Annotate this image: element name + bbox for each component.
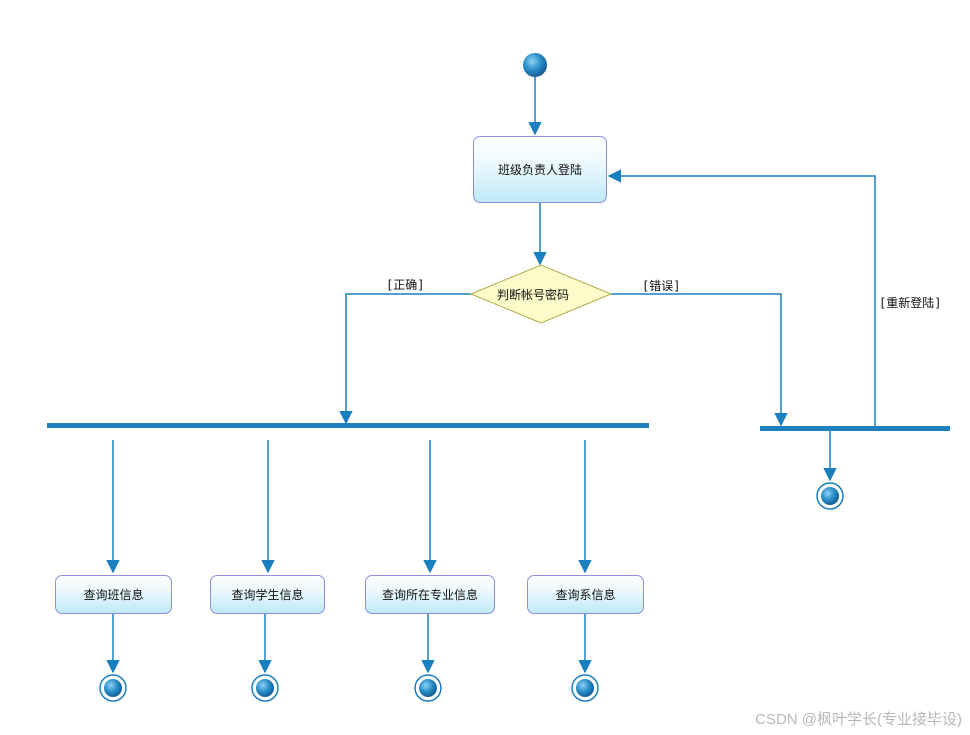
final-node-dept: [571, 674, 599, 702]
guard-relogin: [重新登陆]: [879, 296, 942, 310]
join-bar: [760, 426, 950, 431]
activity-dept-info: 查询系信息: [527, 575, 644, 614]
activity-class-info: 查询班信息: [55, 575, 172, 614]
watermark-text: CSDN @枫叶学长(专业接毕设): [755, 711, 962, 728]
flow-wrong: [611, 293, 788, 427]
fork-bar: [47, 423, 649, 428]
decision-label: 判断帐号密码: [497, 288, 570, 302]
final-node-join: [816, 482, 844, 510]
final-node-class: [99, 674, 127, 702]
flow-relogin: [607, 169, 876, 426]
flow-correct: [339, 293, 471, 425]
final-node-student: [251, 674, 279, 702]
decision-diamond: [469, 264, 613, 324]
initial-node: [523, 53, 547, 77]
guard-wrong: [错误]: [642, 279, 681, 293]
activity-major-info: 查询所在专业信息: [365, 575, 495, 614]
final-node-major: [414, 674, 442, 702]
activity-login: 班级负责人登陆: [473, 136, 607, 203]
activity-student-info: 查询学生信息: [210, 575, 325, 614]
guard-correct: [正确]: [386, 278, 425, 292]
